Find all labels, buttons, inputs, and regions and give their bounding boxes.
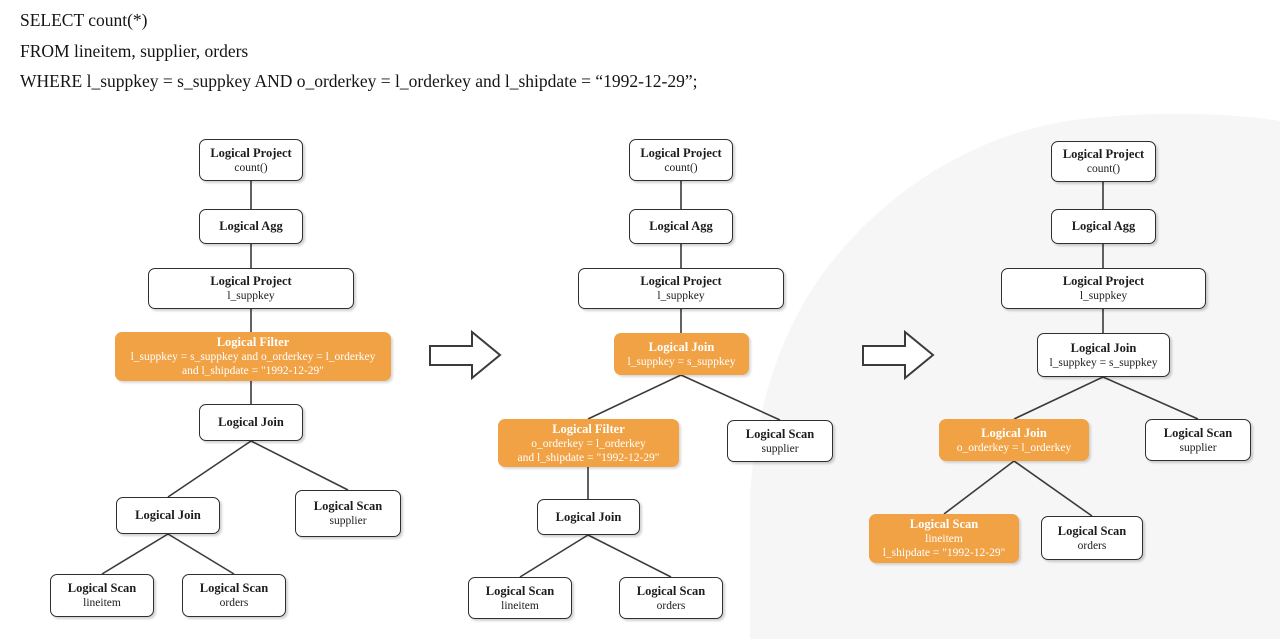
node-title: Logical Scan <box>67 581 137 595</box>
t2-node-logical-filter: Logical Filter o_orderkey = l_orderkey a… <box>498 419 679 467</box>
sql-line-from: FROM lineitem, supplier, orders <box>20 40 249 61</box>
sql-query: SELECT count(*) FROM lineitem, supplier,… <box>20 5 697 97</box>
t1-node-logical-scan-lineitem: Logical Scan lineitem <box>50 574 154 617</box>
node-title: Logical Project <box>210 274 292 288</box>
node-detail: o_orderkey = l_orderkey <box>956 441 1072 454</box>
node-title: Logical Scan <box>1057 523 1127 538</box>
t3-node-logical-project-suppkey: Logical Project l_suppkey <box>1001 268 1206 309</box>
t3-node-logical-join-suppkey: Logical Join l_suppkey = s_suppkey <box>1037 333 1170 377</box>
t2-node-logical-agg: Logical Agg <box>629 209 733 244</box>
node-title: Logical Filter <box>552 421 625 436</box>
tree3-edges <box>943 182 1199 517</box>
node-title: Logical Scan <box>485 583 555 598</box>
node-detail: l_shipdate = "1992-12-29" <box>882 547 1006 559</box>
node-detail: supplier <box>1179 441 1217 454</box>
node-detail: l_suppkey <box>1079 290 1128 302</box>
node-detail: l_suppkey = s_suppkey <box>1049 356 1158 369</box>
node-detail: l_suppkey = s_suppkey <box>627 355 736 368</box>
t1-node-logical-join-lower: Logical Join <box>116 497 220 534</box>
node-detail: supplier <box>761 442 799 455</box>
t2-node-logical-scan-orders: Logical Scan orders <box>619 577 723 619</box>
t2-node-logical-scan-lineitem: Logical Scan lineitem <box>468 577 572 619</box>
t1-node-logical-scan-orders: Logical Scan orders <box>182 574 286 617</box>
t3-node-logical-scan-lineitem: Logical Scan lineitem l_shipdate = "1992… <box>869 514 1019 563</box>
node-detail: orders <box>219 597 249 609</box>
node-title: Logical Scan <box>199 581 269 595</box>
node-title: Logical Scan <box>636 583 706 598</box>
node-title: Logical Agg <box>219 219 283 233</box>
node-title: Logical Project <box>1062 147 1145 161</box>
t1-node-logical-agg: Logical Agg <box>199 209 303 244</box>
node-title: Logical Scan <box>909 517 979 531</box>
node-detail: lineitem <box>83 597 121 609</box>
t2-node-logical-join-lower: Logical Join <box>537 499 640 535</box>
node-title: Logical Filter <box>216 335 290 349</box>
node-title: Logical Scan <box>1163 425 1233 440</box>
node-title: Logical Join <box>135 508 201 522</box>
node-title: Logical Project <box>210 145 292 160</box>
t2-node-logical-project-suppkey: Logical Project l_suppkey <box>578 268 784 309</box>
sql-line-select: SELECT count(*) <box>20 10 148 30</box>
t3-node-logical-scan-supplier: Logical Scan supplier <box>1145 419 1251 461</box>
node-detail: l_suppkey <box>657 290 705 302</box>
node-title: Logical Agg <box>1071 219 1136 233</box>
node-detail: lineitem <box>925 533 963 545</box>
node-detail: count() <box>664 161 698 174</box>
node-detail: orders <box>1077 539 1107 552</box>
node-title: Logical Project <box>640 274 722 288</box>
node-detail: l_suppkey <box>227 290 275 302</box>
t2-node-logical-join-suppkey: Logical Join l_suppkey = s_suppkey <box>614 333 749 375</box>
node-title: Logical Join <box>555 509 622 524</box>
transform-arrow-icon <box>862 329 935 381</box>
t1-node-logical-project-suppkey: Logical Project l_suppkey <box>148 268 354 309</box>
transform-arrow-icon <box>429 329 502 381</box>
node-detail: supplier <box>329 515 367 527</box>
node-title: Logical Agg <box>649 219 713 233</box>
node-title: Logical Join <box>981 425 1047 440</box>
background-blob <box>750 113 1280 639</box>
node-detail: o_orderkey = l_orderkey <box>531 437 646 450</box>
t3-node-logical-agg: Logical Agg <box>1051 209 1156 244</box>
node-title: Logical Scan <box>313 499 383 513</box>
node-detail: and l_shipdate = "1992-12-29" <box>181 365 325 377</box>
node-title: Logical Project <box>1062 274 1145 288</box>
node-detail: count() <box>234 161 268 174</box>
sql-line-where: WHERE l_suppkey = s_suppkey AND o_orderk… <box>20 71 698 91</box>
t3-node-logical-project-count: Logical Project count() <box>1051 141 1156 182</box>
t3-node-logical-join-orderkey: Logical Join o_orderkey = l_orderkey <box>939 419 1089 461</box>
node-title: Logical Scan <box>745 426 815 441</box>
t2-node-logical-project-count: Logical Project count() <box>629 139 733 181</box>
node-title: Logical Project <box>640 145 722 160</box>
t1-node-logical-project-count: Logical Project count() <box>199 139 303 181</box>
node-detail: lineitem <box>501 599 539 612</box>
node-detail: count() <box>1086 163 1121 175</box>
t3-node-logical-scan-orders: Logical Scan orders <box>1041 516 1143 560</box>
t2-node-logical-scan-supplier: Logical Scan supplier <box>727 420 833 462</box>
node-detail: l_suppkey = s_suppkey and o_orderkey = l… <box>130 351 376 363</box>
node-title: Logical Join <box>218 415 284 429</box>
tree1-edges <box>101 181 349 575</box>
node-detail: and l_shipdate = "1992-12-29" <box>517 451 660 464</box>
node-detail: orders <box>656 599 686 612</box>
tree2-edges <box>519 181 781 578</box>
node-title: Logical Join <box>1070 340 1137 355</box>
t1-node-logical-filter: Logical Filter l_suppkey = s_suppkey and… <box>115 332 391 381</box>
t1-node-logical-scan-supplier: Logical Scan supplier <box>295 490 401 537</box>
t1-node-logical-join-top: Logical Join <box>199 404 303 441</box>
node-title: Logical Join <box>648 339 715 354</box>
